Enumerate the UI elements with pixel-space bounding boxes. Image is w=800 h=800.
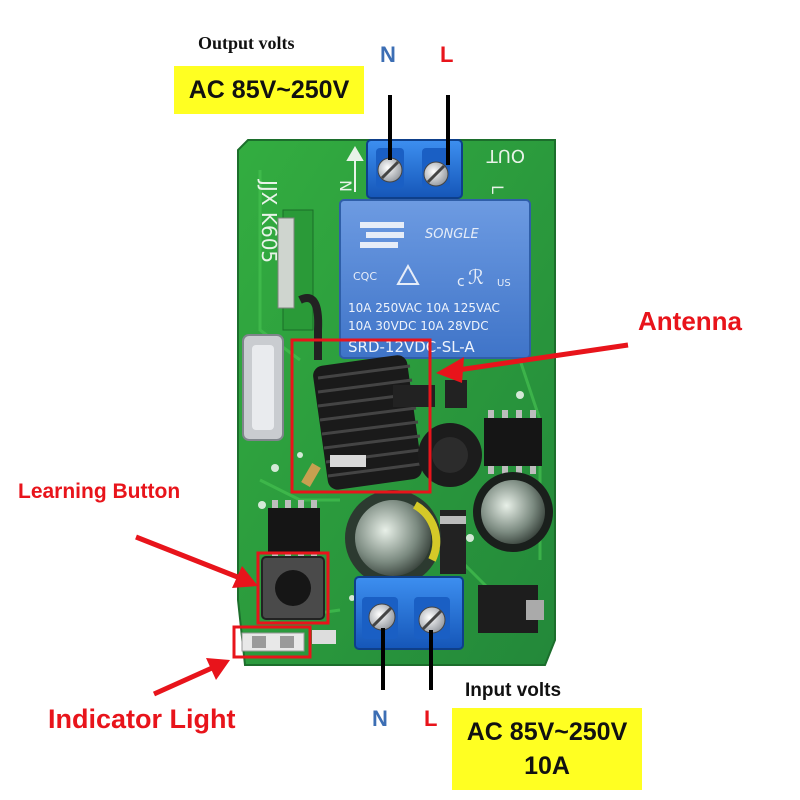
input-voltage-box: AC 85V~250V 10A [452, 708, 642, 790]
warning-triangle-icon [396, 263, 420, 285]
silkscreen: JJX K605 OUT N L [257, 145, 525, 263]
input-terminal-block [354, 576, 464, 650]
output-n-label: N [380, 42, 396, 67]
silk-model-text: JJX K605 [257, 178, 281, 263]
relay-cert-ur-icon: ℛ [468, 265, 484, 289]
relay-model-text: SRD-12VDC-SL-A [348, 338, 475, 356]
output-voltage-box: AC 85V~250V [174, 66, 364, 114]
capacitor-left [345, 490, 441, 586]
antenna-highlight-box [290, 338, 432, 494]
input-voltage-text: AC 85V~250V [466, 718, 628, 746]
indicator-highlight-box [232, 625, 312, 659]
learning-button-arrow-icon [135, 534, 258, 588]
relay-brand-text: SONGLE [425, 227, 480, 242]
silk-out-text: OUT [486, 145, 525, 166]
indicator-light-label: Indicator Light [48, 704, 236, 734]
smd-components [268, 380, 544, 633]
antenna-coil [313, 355, 423, 490]
output-l-label: L [440, 42, 454, 67]
input-l-label: L [424, 706, 438, 731]
indicator-arrow-icon [152, 658, 230, 697]
output-volts-heading: Output volts [198, 33, 295, 53]
relay-cert-us: US [497, 278, 511, 289]
capacitor-right [473, 472, 553, 552]
antenna-label: Antenna [638, 306, 742, 336]
indicator-led [241, 630, 336, 652]
learning-button-component [261, 556, 325, 620]
relay-component: SONGLE CQC c ℛ US 10A 250VAC 10A 125VAC … [339, 199, 531, 359]
songle-logo-icon [360, 222, 404, 248]
input-volts-heading: Input volts [465, 680, 562, 701]
output-voltage-text: AC 85V~250V [188, 75, 350, 104]
crystal-component [242, 334, 284, 441]
input-current-text: 10A [524, 752, 570, 780]
relay-cert-cqc: CQC [353, 270, 377, 283]
learning-button-label: Learning Button [18, 480, 181, 503]
learning-button-highlight-box [256, 551, 330, 625]
silk-n-text: N [336, 180, 355, 192]
rf-module [277, 209, 323, 360]
relay-spec-line-2: 10A 30VDC 10A 28VDC [348, 319, 489, 333]
relay-cert-c: c [457, 274, 465, 290]
input-n-label: N [372, 706, 388, 731]
antenna-arrow-icon [436, 342, 629, 383]
silk-l-text: L [488, 185, 507, 194]
relay-spec-line-1: 10A 250VAC 10A 125VAC [348, 301, 500, 315]
